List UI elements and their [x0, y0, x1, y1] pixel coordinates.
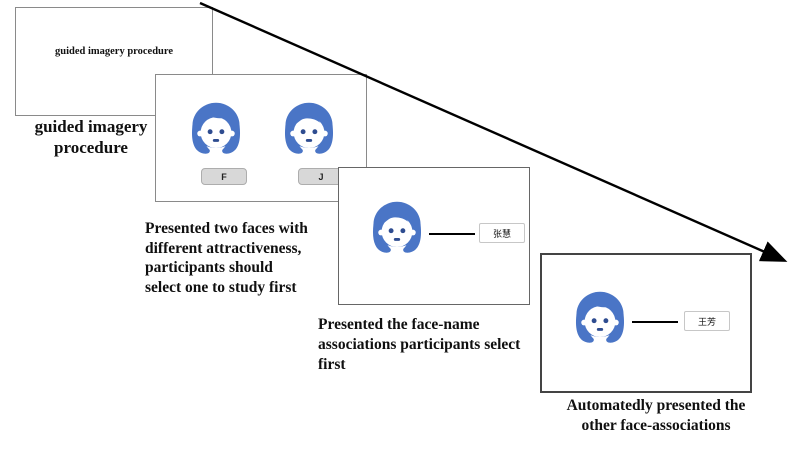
guided-imagery-screen-text: guided imagery procedure	[54, 46, 174, 57]
caption-other-association: Automatedly presented the other face-ass…	[566, 397, 746, 434]
woman-face-icon	[280, 100, 338, 158]
screen-panel-other-association: 王芳	[540, 253, 752, 393]
woman-face-icon	[571, 289, 629, 347]
key-button-f[interactable]: F	[201, 168, 247, 185]
name-label-box: 张慧	[479, 223, 525, 243]
association-line	[632, 321, 678, 323]
name-label-box: 王芳	[684, 311, 730, 331]
woman-face-icon	[187, 100, 245, 158]
screen-panel-face-choice: F J	[155, 74, 367, 202]
caption-face-choice: Presented two faces with different attra…	[145, 220, 308, 296]
caption-selected-association: Presented the face-name associations par…	[318, 316, 521, 373]
caption-guided-imagery: guided imagery procedure	[34, 117, 148, 157]
woman-face-icon	[368, 199, 426, 257]
screen-panel-selected-association: 张慧	[338, 167, 530, 305]
association-line	[429, 233, 475, 235]
screen-panel-guided-imagery: guided imagery procedure	[15, 7, 213, 116]
